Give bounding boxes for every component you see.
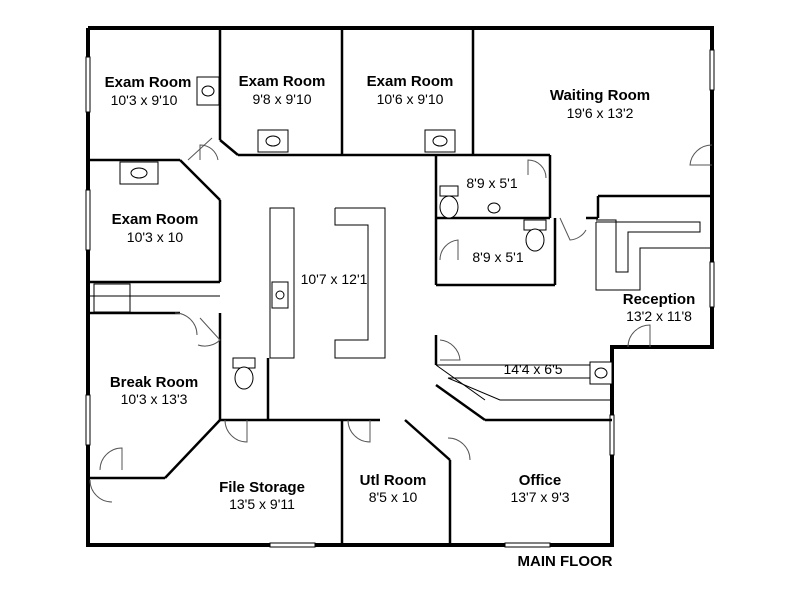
toilet-icon <box>523 219 547 252</box>
room-name: Office <box>519 472 562 489</box>
room-dims: 10'6 x 9'10 <box>377 91 444 107</box>
room-name: Exam Room <box>105 74 192 91</box>
room-dims: 10'7 x 12'1 <box>301 271 368 287</box>
sink-icon <box>119 161 159 185</box>
sink-icon <box>257 129 289 153</box>
interior-walls <box>88 28 712 545</box>
room-dims: 10'3 x 10 <box>127 229 184 245</box>
toilet-icon <box>439 185 459 219</box>
room-name: File Storage <box>219 479 305 496</box>
room-name: Reception <box>623 291 696 308</box>
room-dims: 10'3 x 9'10 <box>111 92 178 108</box>
windows <box>85 49 715 548</box>
room-dims: 14'4 x 6'5 <box>503 361 562 377</box>
sink-icon <box>424 129 456 153</box>
room-dims: 19'6 x 13'2 <box>567 105 634 121</box>
interior-fixtures-lines <box>88 207 712 401</box>
room-dims: 13'2 x 11'8 <box>626 308 692 324</box>
room-dims: 8'9 x 5'1 <box>472 249 523 265</box>
room-name: Exam Room <box>239 73 326 90</box>
room-dims: 8'5 x 10 <box>369 489 418 505</box>
room-name: Break Room <box>110 374 198 391</box>
room-name: Utl Room <box>360 472 427 489</box>
room-dims: 10'3 x 13'3 <box>121 391 188 407</box>
outer-walls <box>86 26 714 547</box>
room-name: Exam Room <box>367 73 454 90</box>
room-dims: 8'9 x 5'1 <box>466 175 517 191</box>
room-name: Exam Room <box>112 211 199 228</box>
room-dims: 13'5 x 9'11 <box>229 496 295 512</box>
toilet-icon <box>232 357 256 390</box>
room-dims: 9'8 x 9'10 <box>252 91 311 107</box>
sink-icon <box>589 361 613 385</box>
floor-title: MAIN FLOOR <box>518 553 613 570</box>
doors <box>89 137 713 503</box>
sink-icon <box>271 281 289 309</box>
sink-icon <box>196 76 220 106</box>
room-name: Waiting Room <box>550 87 650 104</box>
room-dims: 13'7 x 9'3 <box>510 489 569 505</box>
sink-icon <box>487 202 501 214</box>
